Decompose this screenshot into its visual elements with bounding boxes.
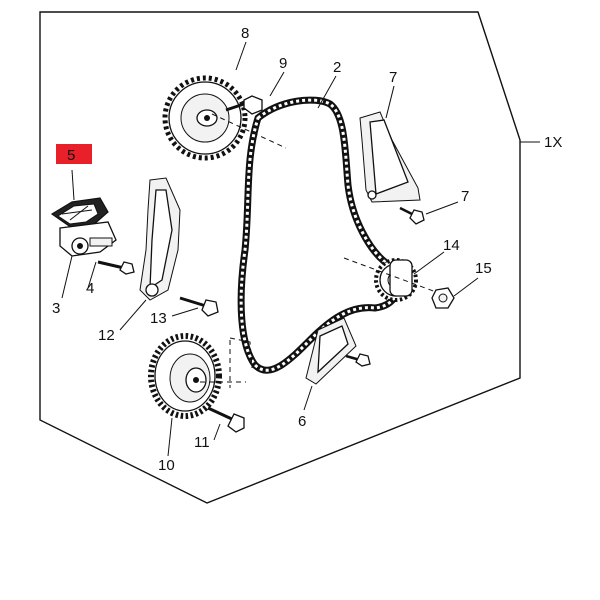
upper-chain-guide[interactable] — [359, 111, 421, 203]
assembly-frame — [39, 11, 521, 504]
callout-6[interactable]: 6 — [298, 413, 306, 430]
sprocket-axis-dash — [343, 257, 437, 293]
callout-9[interactable]: 9 — [279, 55, 287, 72]
tensioner-guide-arm[interactable] — [139, 177, 181, 301]
tensioner-bolt[interactable] — [97, 260, 135, 275]
lower-chain-guide[interactable] — [305, 317, 371, 385]
guide-bolt[interactable] — [399, 206, 425, 225]
upper-alignment-dash — [211, 113, 287, 149]
sprocket-nut[interactable] — [431, 287, 455, 309]
callout-5[interactable]: 5 — [67, 147, 75, 164]
timing-chain-links — [239, 98, 399, 372]
crank-alignment-dash — [200, 337, 253, 388]
callout-15[interactable]: 15 — [475, 260, 492, 277]
callout-14[interactable]: 14 — [443, 237, 460, 254]
camshaft-sprocket[interactable] — [162, 75, 248, 161]
sprocket-bolt[interactable] — [225, 95, 263, 115]
callout-3[interactable]: 3 — [52, 300, 60, 317]
callout-2[interactable]: 2 — [333, 59, 341, 76]
callout-8[interactable]: 8 — [241, 25, 249, 42]
qty-label: 1X — [544, 134, 562, 151]
intermediate-sprocket[interactable] — [374, 258, 418, 302]
guide-arm-bolt[interactable] — [179, 296, 219, 317]
crankshaft-sprocket[interactable] — [148, 333, 222, 419]
callout-7-upper[interactable]: 7 — [389, 69, 397, 86]
callout-11[interactable]: 11 — [194, 434, 210, 451]
leader-lines — [61, 41, 479, 457]
callout-13[interactable]: 13 — [150, 310, 167, 327]
chain-tensioner[interactable] — [50, 197, 117, 257]
callout-4[interactable]: 4 — [86, 280, 94, 297]
callout-12[interactable]: 12 — [98, 327, 115, 344]
callout-5-highlight — [56, 144, 92, 164]
callout-10[interactable]: 10 — [158, 457, 175, 474]
crankshaft-bolt[interactable] — [207, 406, 245, 433]
callout-7-lower[interactable]: 7 — [461, 188, 469, 205]
